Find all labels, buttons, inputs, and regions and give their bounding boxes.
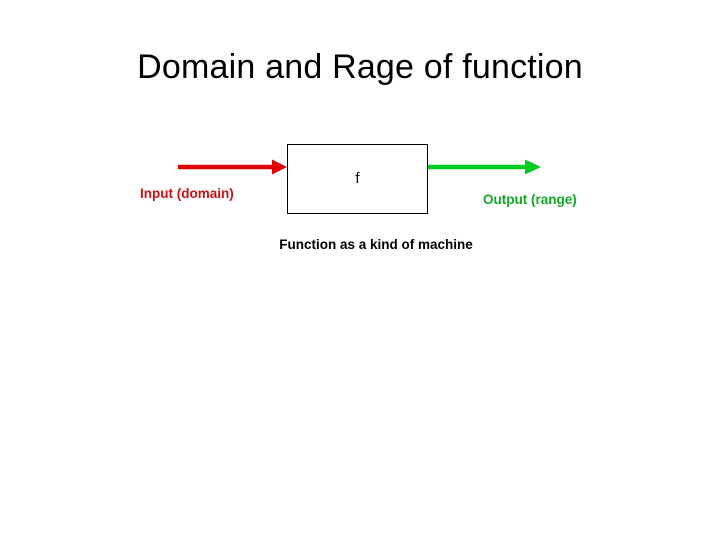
output-range-label: Output (range): [483, 192, 577, 207]
input-arrow-icon: [178, 159, 287, 175]
input-domain-label: Input (domain): [140, 186, 234, 201]
diagram-caption: Function as a kind of machine: [279, 237, 473, 252]
function-machine-label: f: [355, 170, 360, 187]
function-machine-box: [287, 144, 428, 214]
output-arrow-icon: [428, 159, 541, 175]
page-title: Domain and Rage of function: [137, 48, 583, 86]
